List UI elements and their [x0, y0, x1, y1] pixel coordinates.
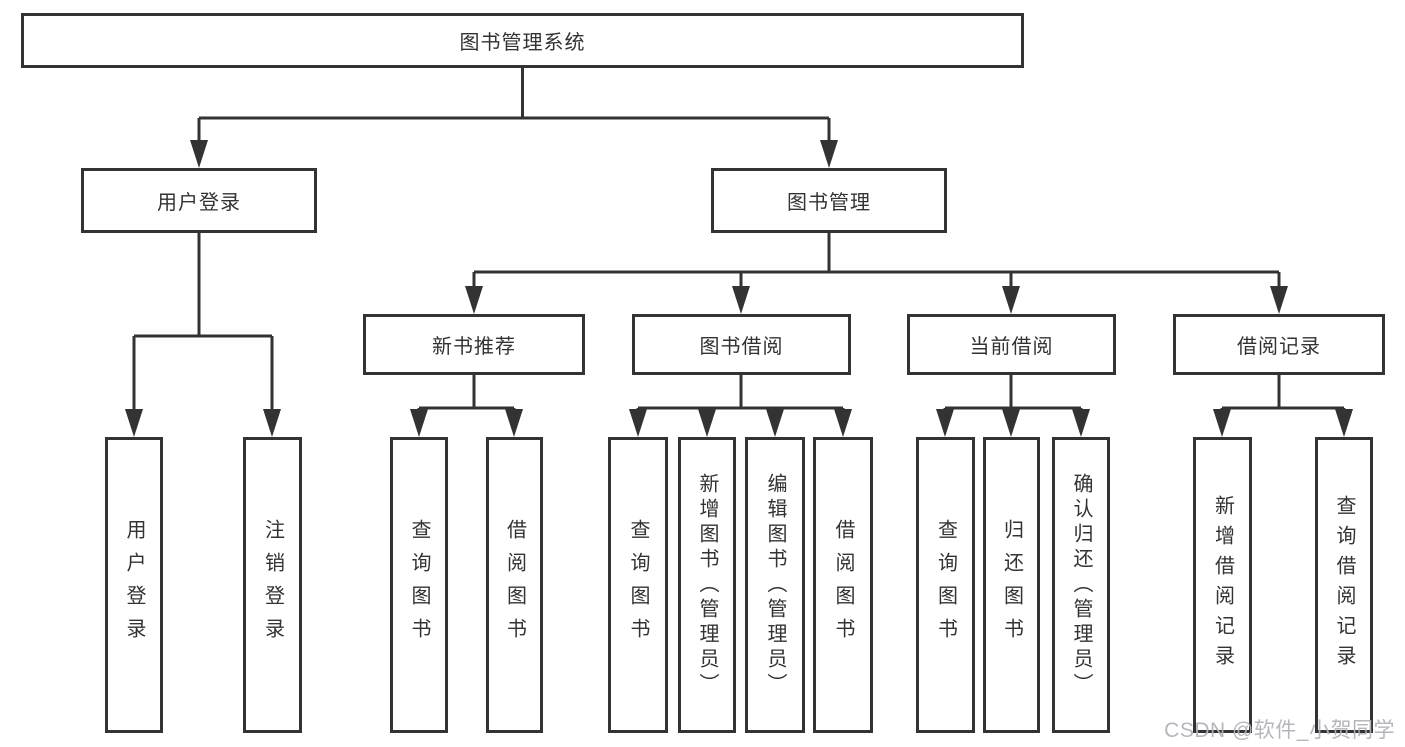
leaf-label: 编辑图书（管理员） — [764, 472, 786, 698]
node-label: 新书推荐 — [432, 336, 516, 358]
node-book-management: 图书管理 — [711, 168, 947, 233]
node-label: 图书管理系统 — [459, 32, 586, 54]
node-library-management-system: 图书管理系统 — [21, 13, 1024, 68]
leaf-label: 借阅图书 — [832, 519, 854, 651]
leaf-logout: 注销登录 — [243, 437, 302, 733]
leaf-label: 查询图书 — [627, 519, 649, 651]
leaf-label: 借阅图书 — [503, 519, 526, 651]
leaf-label: 查询图书 — [408, 519, 430, 651]
leaf-query-borrow-record: 查询借阅记录 — [1315, 437, 1373, 733]
leaf-edit-books-admin: 编辑图书（管理员） — [745, 437, 805, 733]
leaf-borrow-books: 借阅图书 — [813, 437, 873, 733]
node-current-borrowing: 当前借阅 — [907, 314, 1116, 375]
leaf-label: 注销登录 — [261, 519, 284, 651]
csdn-watermark: CSDN @软件_小贺同学 — [1164, 719, 1395, 742]
leaf-label: 用户登录 — [123, 519, 145, 651]
leaf-label: 确认归还（管理员） — [1070, 472, 1092, 698]
node-label: 当前借阅 — [969, 336, 1054, 358]
node-book-borrowing: 图书借阅 — [632, 314, 851, 375]
node-user-login: 用户登录 — [81, 168, 317, 233]
leaf-borrow-books-recommend: 借阅图书 — [486, 437, 543, 733]
leaf-label: 新增图书（管理员） — [696, 472, 718, 698]
leaf-add-books-admin: 新增图书（管理员） — [678, 437, 736, 733]
node-label: 图书借阅 — [699, 336, 784, 358]
leaf-user-login: 用户登录 — [105, 437, 163, 733]
node-label: 借阅记录 — [1237, 336, 1321, 358]
leaf-return-books: 归还图书 — [983, 437, 1040, 733]
leaf-query-books-recommend: 查询图书 — [390, 437, 448, 733]
leaf-confirm-return-admin: 确认归还（管理员） — [1052, 437, 1110, 733]
node-label: 用户登录 — [157, 192, 241, 214]
leaf-label: 新增借阅记录 — [1211, 495, 1234, 675]
node-new-book-recommendation: 新书推荐 — [363, 314, 585, 375]
leaf-label: 归还图书 — [1000, 519, 1023, 651]
node-borrowing-records: 借阅记录 — [1173, 314, 1385, 375]
leaf-add-borrow-record: 新增借阅记录 — [1193, 437, 1252, 733]
leaf-label: 查询借阅记录 — [1333, 495, 1355, 675]
node-label: 图书管理 — [787, 192, 871, 214]
leaf-query-books-borrow: 查询图书 — [608, 437, 668, 733]
leaf-label: 查询图书 — [934, 519, 957, 651]
leaf-query-books-current: 查询图书 — [916, 437, 975, 733]
